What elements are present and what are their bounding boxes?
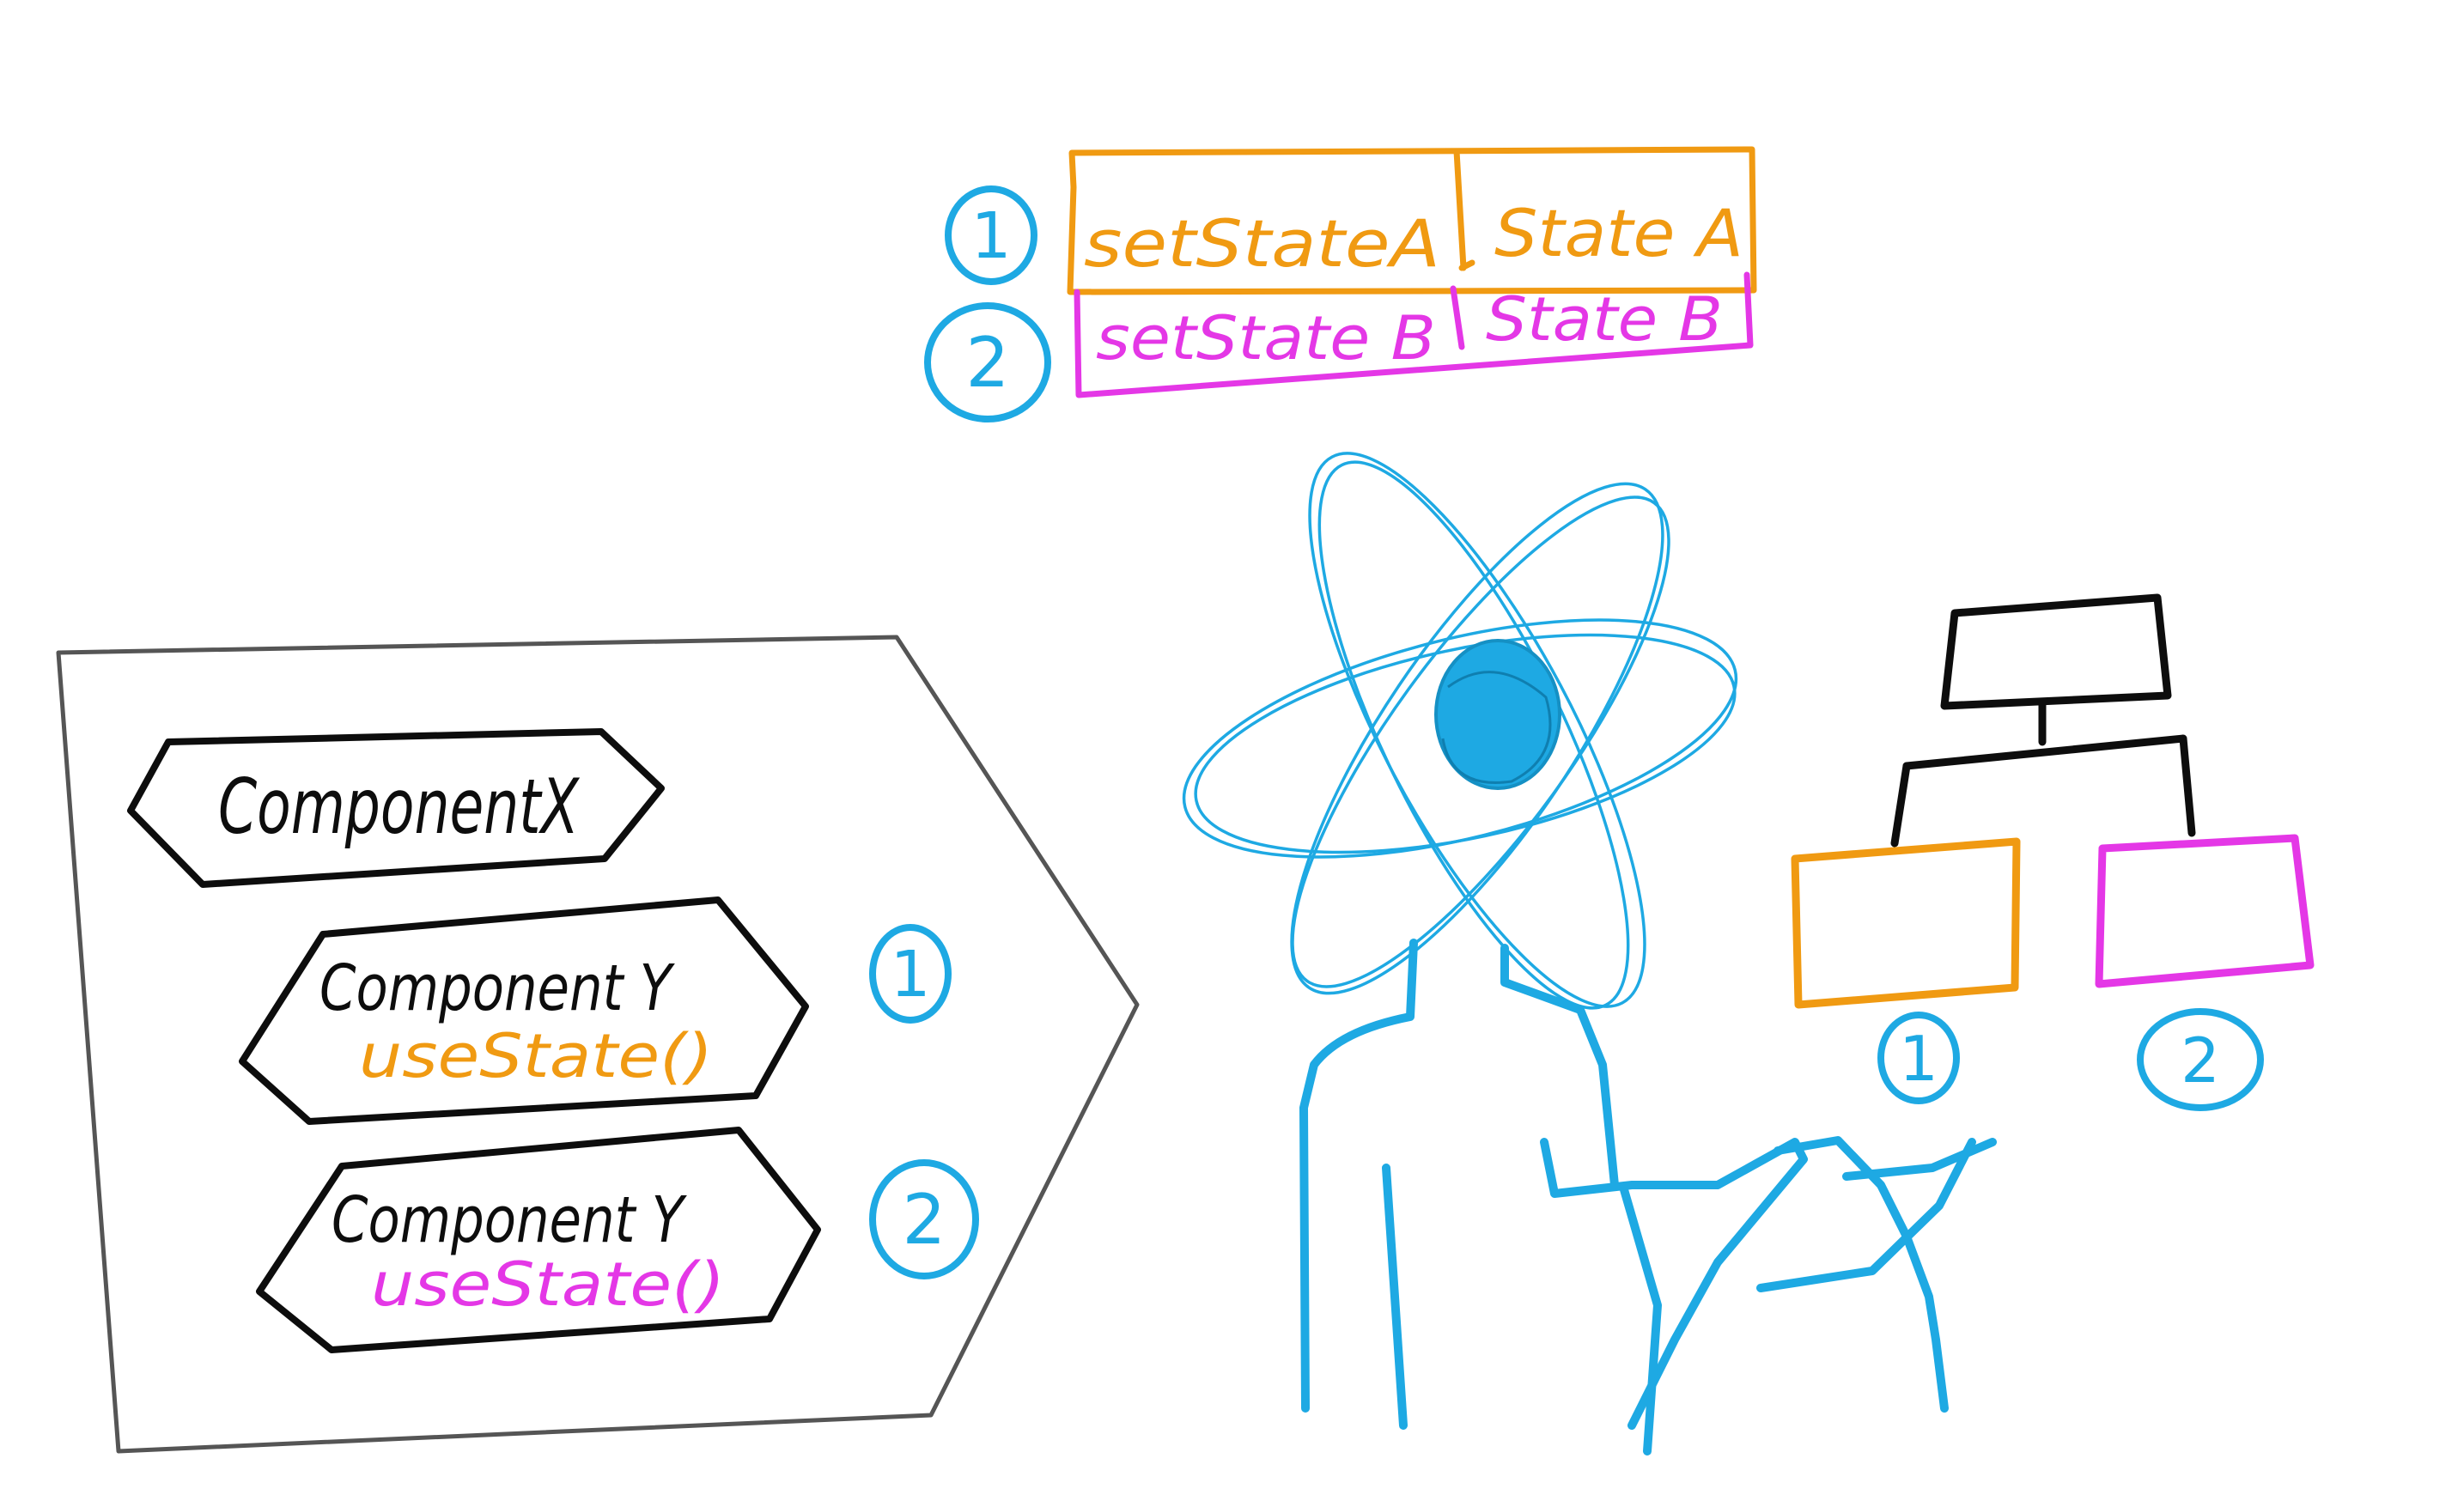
component-tree: 1 2 xyxy=(1791,593,2315,1111)
state-table-setter-a: setStateA xyxy=(1084,205,1440,282)
tree-connectors xyxy=(1890,698,2196,848)
tree-root-node xyxy=(1940,593,2172,710)
component-y1-label: Component Y xyxy=(319,951,676,1025)
react-atom-head-icon xyxy=(1182,452,1738,1010)
component-y1-marker: 1 xyxy=(869,924,952,1024)
state-table-row-2: setState B State B xyxy=(1074,271,1754,398)
state-table-setter-b: setState B xyxy=(1096,303,1436,374)
component-y2-label: Component Y xyxy=(332,1183,688,1257)
state-table-state-a: State A xyxy=(1494,195,1743,271)
tree-child-marker-2: 2 xyxy=(2137,1008,2264,1111)
component-y2-marker: 2 xyxy=(869,1159,979,1279)
component-y2-node: Component Y useState() xyxy=(256,1127,821,1353)
component-x-label: ComponentX xyxy=(218,763,580,851)
state-table-marker-2: 2 xyxy=(924,302,1051,422)
react-figure-body xyxy=(1299,939,1997,1455)
component-y1-node: Component Y useState() xyxy=(239,896,809,1125)
state-table-marker-1-label: 1 xyxy=(970,199,1011,273)
component-y2-hook: useState() xyxy=(371,1249,725,1320)
tree-child-marker-1-label: 1 xyxy=(1899,1023,1938,1095)
state-table-marker-2-label: 2 xyxy=(966,323,1010,403)
tree-child-node-2 xyxy=(2095,834,2315,988)
state-table: setStateA State A setState B State B 1 2 xyxy=(924,146,1757,422)
state-table-state-b: State B xyxy=(1486,284,1723,355)
component-y2-marker-label: 2 xyxy=(903,1180,946,1260)
state-table-marker-1: 1 xyxy=(945,185,1037,285)
component-x-node: ComponentX xyxy=(127,728,665,888)
component-y1-hook: useState() xyxy=(359,1021,713,1091)
component-panel: ComponentX Component Y useState() 1 Comp… xyxy=(56,635,1140,1454)
tree-child-marker-1: 1 xyxy=(1877,1012,1960,1104)
tree-child-marker-2-label: 2 xyxy=(2181,1024,2220,1097)
tree-child-node-1 xyxy=(1791,837,2021,1009)
component-y1-marker-label: 1 xyxy=(890,938,930,1012)
react-figure xyxy=(1182,452,1997,1455)
state-table-row-1: setStateA State A xyxy=(1067,146,1757,295)
